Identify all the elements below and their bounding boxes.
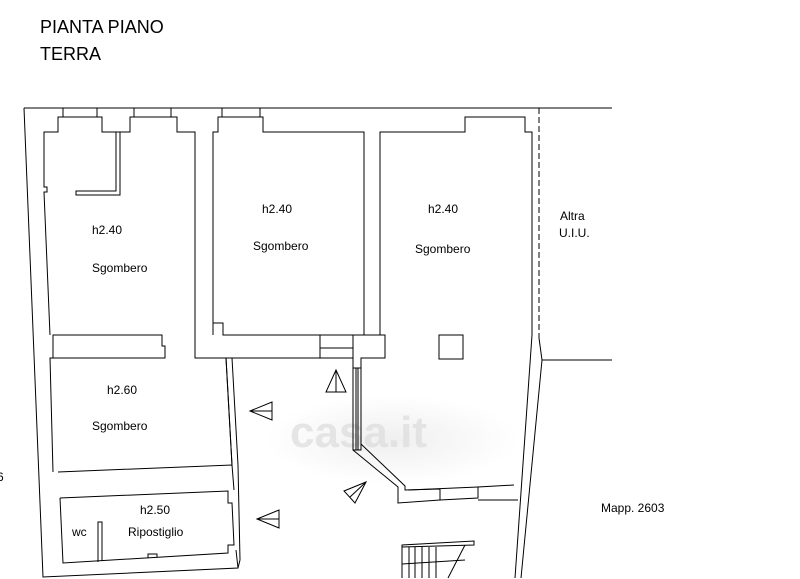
room5-height: h2.50 (140, 503, 171, 517)
room1-height: h2.40 (92, 223, 123, 237)
watermark-glow (265, 395, 520, 485)
pillar (438, 334, 464, 360)
room2-wall (212, 116, 365, 358)
room4-wall (57, 464, 235, 491)
other-unit-line1: Altra (560, 209, 585, 223)
plan-title-line2: TERRA (40, 44, 102, 64)
mapp-label: Mapp. 2603 (601, 501, 665, 515)
outer-left-wall (23, 107, 239, 578)
wc-partition (97, 521, 103, 562)
view-arrow-icon (343, 481, 368, 504)
room3-wall (379, 116, 533, 579)
room1-inner (43, 116, 233, 466)
edge-mark: 6 (0, 470, 4, 484)
room2-height: h2.40 (262, 202, 293, 216)
room1-wall (49, 334, 166, 473)
room3-height: h2.40 (428, 202, 459, 216)
room2-name: Sgombero (253, 239, 309, 253)
room4-name: Sgombero (92, 419, 148, 433)
other-unit-line2: U.I.U. (559, 226, 590, 240)
stairs (401, 540, 475, 578)
plan-title-line1: PIANTA PIANO (40, 17, 164, 37)
storage-wall (59, 490, 235, 564)
room4-height: h2.60 (107, 383, 138, 397)
room1-name: Sgombero (92, 261, 148, 275)
window-side (352, 367, 362, 451)
wc-label: wc (72, 525, 87, 539)
room5-name: Ripostiglio (128, 525, 184, 539)
room3-name: Sgombero (415, 242, 471, 256)
